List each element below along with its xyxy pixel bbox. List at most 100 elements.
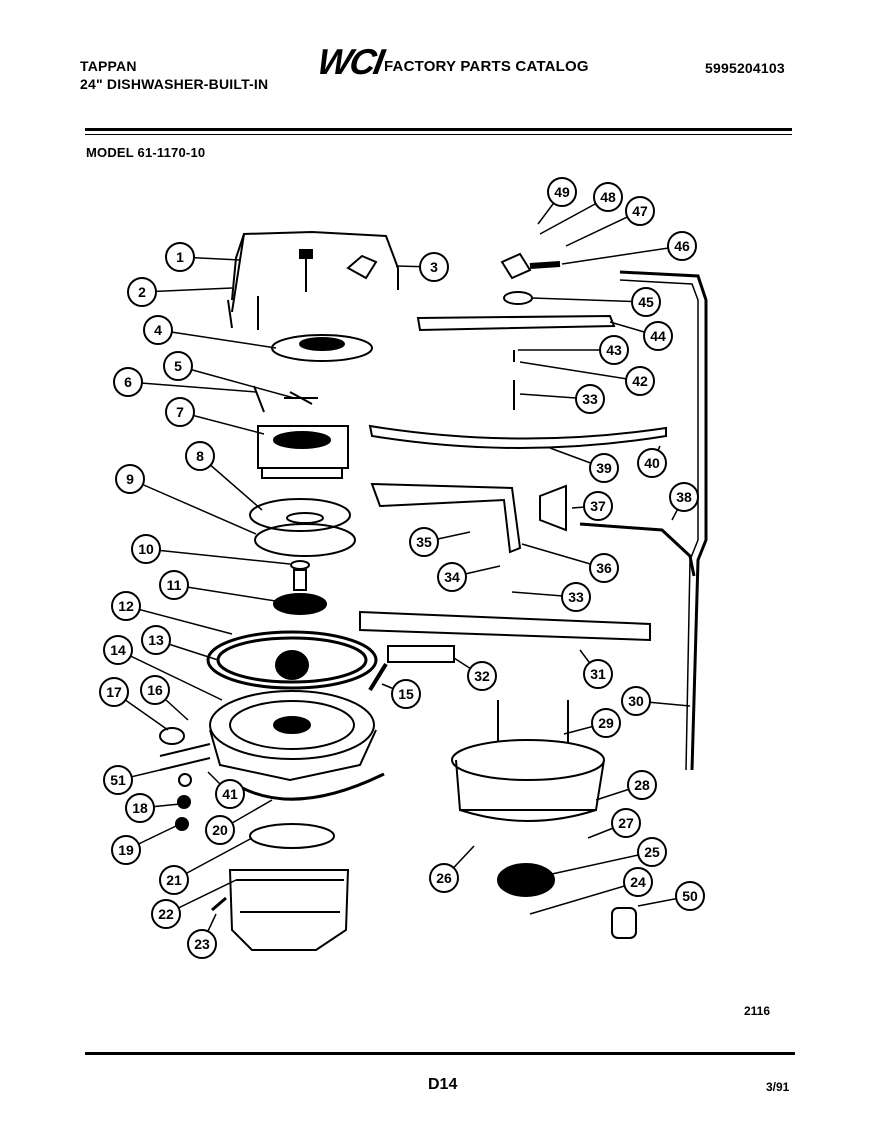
callout-circle [409,527,439,557]
part-shaft [293,569,307,591]
callout-12: 12 [111,591,233,635]
callout-circle [611,808,641,838]
callout-circle [625,196,655,226]
callout-leader-line [561,245,683,265]
callout-number: 13 [148,632,164,648]
callout-number: 26 [436,870,452,886]
callout-number: 33 [568,589,584,605]
callout-29: 29 [563,708,621,738]
callout-circle [547,177,577,207]
callout-circle [667,231,697,261]
callout-leader-line [117,649,223,701]
callout-49: 49 [537,177,577,225]
callout-number: 23 [194,936,210,952]
callout-33: 33 [511,582,591,612]
callout-47: 47 [565,196,655,247]
callout-leader-line [129,478,257,535]
callout-number: 33 [582,391,598,407]
part-bracket [346,254,378,280]
callout-circle [165,397,195,427]
callout-number: 35 [416,534,432,550]
callout-40: 40 [637,445,667,478]
callout-number: 31 [590,666,606,682]
callout-number: 20 [212,822,228,838]
callout-leader-line [125,605,233,635]
callout-10: 10 [131,534,291,565]
callout-circle [131,534,161,564]
callout-13: 13 [141,625,219,661]
callout-circle [143,315,173,345]
callout-circle [103,635,133,665]
callout-31: 31 [579,649,613,689]
callout-number: 50 [682,888,698,904]
callout-14: 14 [103,635,223,701]
callout-number: 24 [630,874,646,890]
callout-circle [159,865,189,895]
callout-circle [561,582,591,612]
callout-20: 20 [205,799,273,845]
callout-circle [599,335,629,365]
callout-number: 29 [598,715,614,731]
callout-leader-line [531,297,647,303]
callout-number: 47 [632,203,648,219]
callout-1: 1 [165,242,241,272]
callout-50: 50 [637,881,705,911]
callout-leader-line [157,329,277,349]
callout-circle [625,366,655,396]
callout-number: 5 [174,358,182,374]
callout-number: 27 [618,815,634,831]
callout-circle [163,351,193,381]
callout-number: 9 [126,471,134,487]
callout-circle [583,659,613,689]
callout-3: 3 [395,252,449,282]
callout-circle [583,491,613,521]
callout-28: 28 [595,770,657,801]
model-number: MODEL 61-1170-10 [86,145,206,160]
callout-circle [637,837,667,867]
callout-38: 38 [669,482,699,521]
callout-circle [467,661,497,691]
callout-labels: 1234567891011121314151617514118192021222… [99,177,705,959]
header-rule-thick [85,128,792,131]
callout-number: 25 [644,844,660,860]
callout-number: 22 [158,906,174,922]
callout-circle [141,625,171,655]
callout-42: 42 [519,361,655,396]
callout-circle [103,765,133,795]
callout-15: 15 [381,679,421,709]
callout-circle [151,899,181,929]
callout-number: 16 [147,682,163,698]
part-middle-spray-arm [368,424,667,449]
callout-circle [669,482,699,512]
callout-circle [111,835,141,865]
callout-11: 11 [159,570,283,603]
callout-circle [589,553,619,583]
callout-number: 12 [118,598,134,614]
callout-number: 37 [590,498,606,514]
callout-number: 10 [138,541,154,557]
part-small-clips [253,385,318,413]
brand-name: TAPPAN [80,58,137,74]
callout-circle [127,277,157,307]
part-seal [290,560,310,570]
callout-35: 35 [409,527,471,557]
callout-51: 51 [103,765,161,795]
callout-4: 4 [143,315,277,349]
callout-number: 41 [222,786,238,802]
callout-circle [159,570,189,600]
callout-circle [631,287,661,317]
callout-number: 46 [674,238,690,254]
callout-circle [643,321,673,351]
callout-circle [437,562,467,592]
part-upper-spray-arm [416,314,616,332]
callout-leader-line [173,584,283,603]
callout-circle [593,182,623,212]
callout-7: 7 [165,397,265,435]
callout-23: 23 [187,913,217,959]
callout-37: 37 [571,491,613,521]
callout-circle [675,881,705,911]
part-tube [368,662,388,692]
part-supply-tube [619,270,708,771]
callout-number: 49 [554,184,570,200]
